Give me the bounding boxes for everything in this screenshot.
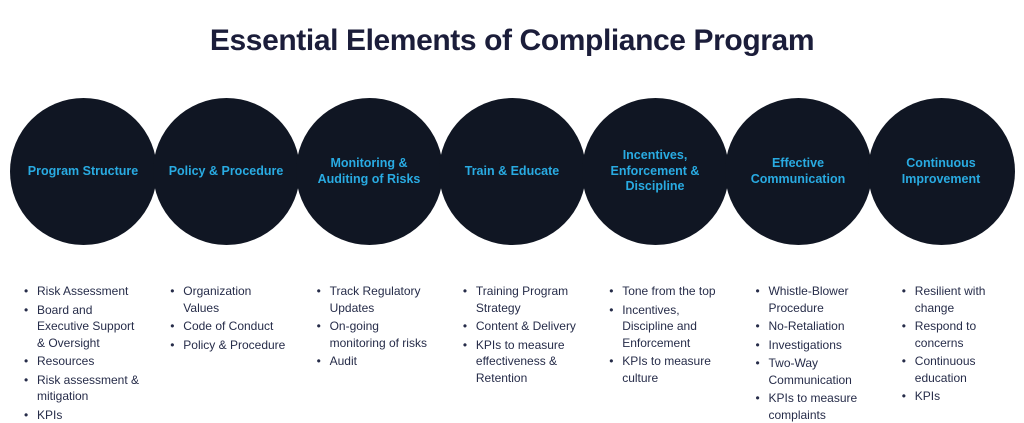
list-item: Organization Values <box>170 283 288 316</box>
bullet-list: Resilient with change Respond to concern… <box>878 283 1024 405</box>
list-item: Two-Way Communication <box>755 355 873 388</box>
list-item: No-Retaliation <box>755 318 873 335</box>
bullet-list: Risk Assessment Board and Executive Supp… <box>0 283 146 423</box>
circle-incentives-enforcement: Incentives, Enforcement & Discipline <box>581 98 729 245</box>
circle-label: Monitoring & Auditing of Risks <box>317 155 421 186</box>
circles-row: Program Structure Policy & Procedure Mon… <box>0 98 1024 245</box>
list-item: Risk assessment & mitigation <box>24 372 142 405</box>
list-item: Training Program Strategy <box>463 283 581 316</box>
list-item: Board and Executive Support & Oversight <box>24 302 142 352</box>
list-item: Risk Assessment <box>24 283 142 300</box>
circle-label: Policy & Procedure <box>168 163 284 178</box>
list-item: KPIs <box>24 407 142 423</box>
list-item: Policy & Procedure <box>170 337 288 354</box>
list-item: Resilient with change <box>902 283 1020 316</box>
list-item: Whistle-Blower Procedure <box>755 283 873 316</box>
circle-label: Continuous Improvement <box>901 155 981 186</box>
lists-row: Risk Assessment Board and Executive Supp… <box>0 283 1024 423</box>
list-item: Content & Delivery <box>463 318 581 335</box>
list-item: Resources <box>24 353 142 370</box>
bullet-list: Whistle-Blower Procedure No-Retaliation … <box>731 283 877 423</box>
bullet-list: Tone from the top Incentives, Discipline… <box>585 283 731 386</box>
page-title: Essential Elements of Compliance Program <box>209 24 815 57</box>
circle-program-structure: Program Structure <box>9 98 157 245</box>
list-item: KPIs to measure complaints <box>755 390 873 423</box>
list-item: Audit <box>317 353 435 370</box>
list-item: Track Regulatory Updates <box>317 283 435 316</box>
list-item: KPIs <box>902 388 1020 405</box>
bullet-list: Organization Values Code of Conduct Poli… <box>146 283 292 353</box>
circle-policy-procedure: Policy & Procedure <box>152 98 300 245</box>
list-item: Tone from the top <box>609 283 727 300</box>
circle-effective-communication: Effective Communication <box>724 98 872 245</box>
list-item: Code of Conduct <box>170 318 288 335</box>
list-item: Incentives, Discipline and Enforcement <box>609 302 727 352</box>
list-column-continuous-improvement: Resilient with change Respond to concern… <box>878 283 1024 423</box>
bullet-list: Track Regulatory Updates On-going monito… <box>293 283 439 370</box>
list-item: KPIs to measure culture <box>609 353 727 386</box>
list-column-policy-procedure: Organization Values Code of Conduct Poli… <box>146 283 292 423</box>
circle-train-educate: Train & Educate <box>438 98 586 245</box>
circle-label: Train & Educate <box>464 163 560 178</box>
circle-monitoring-auditing: Monitoring & Auditing of Risks <box>295 98 443 245</box>
list-column-train-educate: Training Program Strategy Content & Deli… <box>439 283 585 423</box>
circle-continuous-improvement: Continuous Improvement <box>867 98 1015 245</box>
list-column-program-structure: Risk Assessment Board and Executive Supp… <box>0 283 146 423</box>
list-item: Continuous education <box>902 353 1020 386</box>
circle-label: Incentives, Enforcement & Discipline <box>610 148 700 194</box>
list-column-effective-communication: Whistle-Blower Procedure No-Retaliation … <box>731 283 877 423</box>
list-column-incentives-enforcement: Tone from the top Incentives, Discipline… <box>585 283 731 423</box>
bullet-list: Training Program Strategy Content & Deli… <box>439 283 585 386</box>
list-item: Respond to concerns <box>902 318 1020 351</box>
circle-label: Effective Communication <box>750 155 846 186</box>
list-column-monitoring-auditing: Track Regulatory Updates On-going monito… <box>293 283 439 423</box>
list-item: Investigations <box>755 337 873 354</box>
list-item: KPIs to measure effectiveness & Retentio… <box>463 337 581 387</box>
circle-label: Program Structure <box>27 163 139 178</box>
list-item: On-going monitoring of risks <box>317 318 435 351</box>
